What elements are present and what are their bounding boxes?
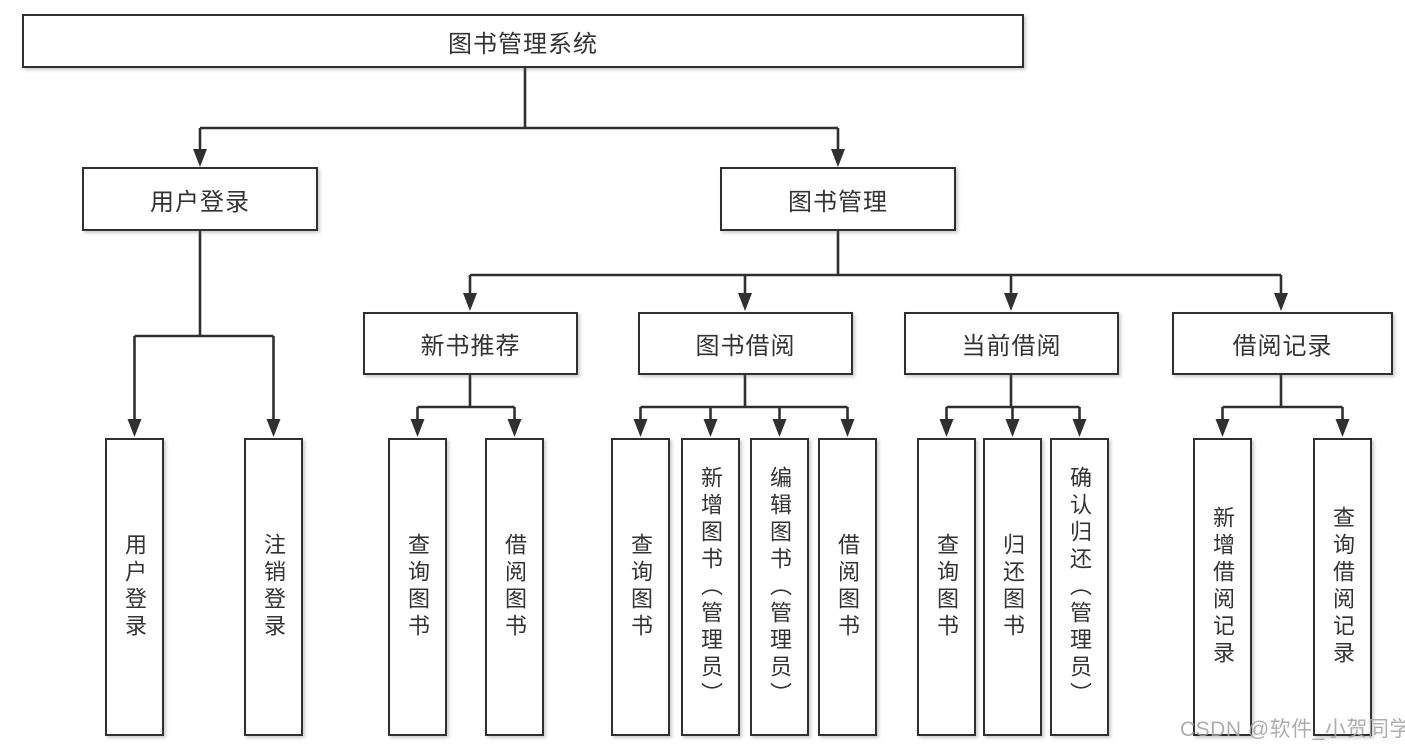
node-book-borrow: 图书借阅 — [638, 312, 853, 375]
node-book-management: 图书管理 — [720, 167, 956, 231]
leaf-query-books-borrow: 查询图书 — [611, 438, 670, 736]
node-new-book-recommend: 新书推荐 — [363, 312, 578, 375]
leaf-add-borrow-record: 新增借阅记录 — [1193, 438, 1252, 736]
leaf-return-book: 归还图书 — [983, 438, 1042, 736]
leaf-edit-book-admin: 编辑图书（管理员） — [750, 438, 809, 736]
node-borrow-records: 借阅记录 — [1172, 312, 1393, 375]
node-user-login: 用户登录 — [82, 167, 318, 231]
leaf-confirm-return-admin: 确认归还（管理员） — [1050, 438, 1109, 736]
leaf-add-book-admin: 新增图书（管理员） — [681, 438, 740, 736]
leaf-logout: 注销登录 — [244, 438, 303, 736]
leaf-query-books-current: 查询图书 — [917, 438, 976, 736]
leaf-user-login: 用户登录 — [105, 438, 164, 736]
leaf-query-borrow-record: 查询借阅记录 — [1313, 438, 1372, 736]
leaf-query-books-recommend: 查询图书 — [388, 438, 447, 736]
node-library-system: 图书管理系统 — [22, 14, 1024, 68]
node-current-borrow: 当前借阅 — [904, 312, 1119, 375]
csdn-watermark: CSDN @软件_小贺同学 — [1180, 718, 1405, 741]
leaf-borrow-books-recommend: 借阅图书 — [485, 438, 544, 736]
leaf-borrow-books: 借阅图书 — [818, 438, 877, 736]
